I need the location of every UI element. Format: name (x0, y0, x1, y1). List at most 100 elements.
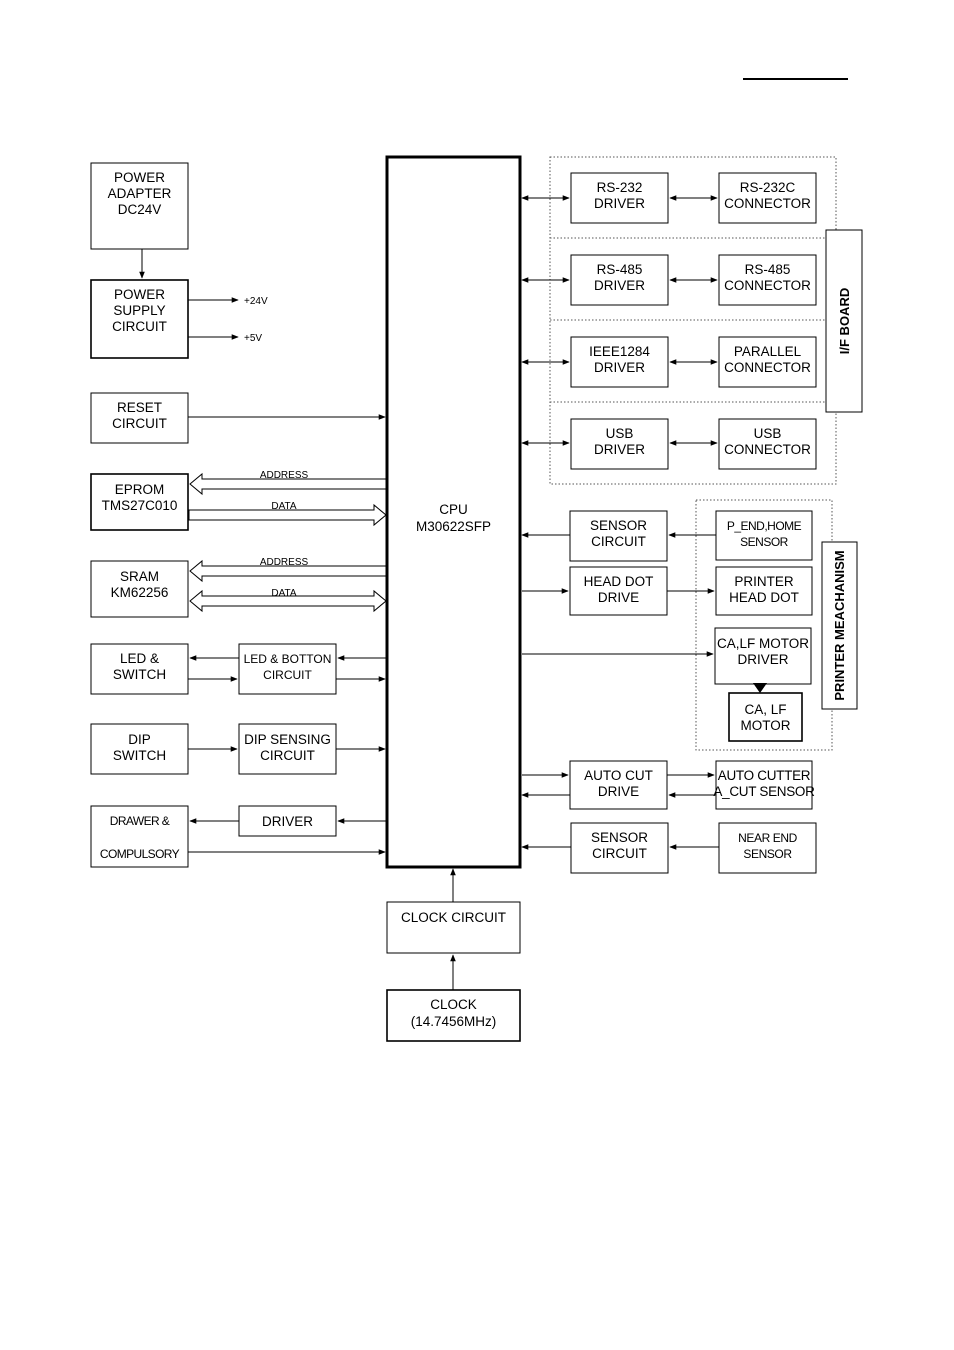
printer-mechanism-label-block: PRINTER MEACHANISM (821, 541, 858, 710)
power-supply-block: POWER SUPPLY CIRCUIT (90, 279, 189, 359)
rs485-connector-block: RS-485 CONNECTOR (718, 254, 817, 306)
svg-text:CA, LF: CA, LF (744, 702, 786, 717)
svg-text:USB: USB (754, 426, 782, 441)
svg-text:CIRCUIT: CIRCUIT (260, 748, 315, 763)
sram-data-label: DATA (271, 588, 297, 599)
svg-text:LED & BOTTON: LED & BOTTON (244, 652, 332, 666)
svg-text:SENSOR: SENSOR (591, 830, 648, 845)
svg-text:RS-485: RS-485 (597, 262, 643, 277)
svg-text:LED &: LED & (120, 651, 159, 666)
svg-text:EPROM: EPROM (115, 482, 165, 497)
eprom-data-bus (188, 503, 387, 527)
svg-text:SWITCH: SWITCH (113, 667, 166, 682)
svg-text:P_END,HOME: P_END,HOME (727, 519, 802, 533)
dip-switch-block: DIP SWITCH (90, 723, 189, 775)
parallel-connector-block: PARALLEL CONNECTOR (718, 336, 817, 388)
svg-text:IEEE1284: IEEE1284 (589, 344, 650, 359)
svg-text:(14.7456MHz): (14.7456MHz) (411, 1014, 497, 1029)
rs485-driver-block: RS-485 DRIVER (570, 254, 669, 306)
svg-text:SUPPLY: SUPPLY (113, 303, 165, 318)
svg-text:NEAR END: NEAR END (738, 831, 798, 845)
svg-text:DRIVE: DRIVE (598, 784, 639, 799)
drawer-driver-block: DRIVER (238, 805, 337, 837)
svg-text:DC24V: DC24V (118, 202, 162, 217)
rs232-connector-block: RS-232C CONNECTOR (718, 172, 817, 224)
svg-text:SENSOR: SENSOR (590, 518, 647, 533)
svg-text:CIRCUIT: CIRCUIT (263, 668, 312, 682)
usb-driver-block: USB DRIVER (570, 418, 669, 470)
led-button-circuit-block: LED & BOTTON CIRCUIT (238, 643, 337, 695)
svg-text:RS-232: RS-232 (597, 180, 643, 195)
rs232-driver-block: RS-232 DRIVER (570, 172, 669, 224)
drawer-block: DRAWER & COMPULSORY (90, 805, 189, 868)
svg-text:TMS27C010: TMS27C010 (102, 498, 178, 513)
eprom-address-label: ADDRESS (260, 470, 309, 481)
svg-text:DIP SENSING: DIP SENSING (244, 732, 331, 747)
auto-cutter-block: AUTO CUTTER A_CUT SENSOR (713, 760, 815, 810)
svg-text:SRAM: SRAM (120, 569, 159, 584)
eprom-data-label: DATA (271, 501, 297, 512)
svg-text:PARALLEL: PARALLEL (734, 344, 802, 359)
svg-text:SENSOR: SENSOR (743, 847, 792, 861)
label-5v: +5V (244, 333, 262, 344)
svg-text:ADAPTER: ADAPTER (108, 186, 172, 201)
svg-text:KM62256: KM62256 (111, 585, 169, 600)
cpu-block: CPU M30622SFP (385, 155, 522, 869)
svg-text:CLOCK CIRCUIT: CLOCK CIRCUIT (401, 910, 506, 925)
svg-text:RS-232C: RS-232C (740, 180, 796, 195)
reset-circuit-block: RESET CIRCUIT (90, 392, 189, 444)
arrow-driver-to-motor (753, 683, 767, 693)
svg-text:CA,LF MOTOR: CA,LF MOTOR (717, 636, 809, 651)
svg-text:DRIVER: DRIVER (594, 442, 645, 457)
svg-text:DRIVER: DRIVER (594, 278, 645, 293)
usb-connector-block: USB CONNECTOR (718, 418, 817, 470)
sram-data-bus (189, 589, 387, 613)
pend-home-sensor-block: P_END,HOME SENSOR (715, 510, 813, 561)
svg-text:HEAD DOT: HEAD DOT (729, 590, 799, 605)
svg-text:CONNECTOR: CONNECTOR (724, 442, 811, 457)
svg-text:SENSOR: SENSOR (740, 535, 789, 549)
svg-text:USB: USB (606, 426, 634, 441)
svg-text:CIRCUIT: CIRCUIT (591, 534, 646, 549)
printer-head-dot-block: PRINTER HEAD DOT (715, 566, 813, 616)
svg-text:CLOCK: CLOCK (430, 997, 477, 1012)
svg-text:I/F BOARD: I/F BOARD (837, 288, 852, 354)
svg-text:DRIVER: DRIVER (594, 360, 645, 375)
svg-text:MOTOR: MOTOR (741, 718, 791, 733)
ieee1284-driver-block: IEEE1284 DRIVER (570, 336, 669, 388)
led-switch-block: LED & SWITCH (90, 643, 189, 695)
auto-cut-drive-block: AUTO CUT DRIVE (569, 760, 668, 810)
dip-sensing-circuit-block: DIP SENSING CIRCUIT (238, 723, 337, 775)
svg-text:HEAD DOT: HEAD DOT (584, 574, 654, 589)
svg-text:AUTO CUT: AUTO CUT (584, 768, 653, 783)
power-adapter-block: POWER ADAPTER DC24V (90, 162, 189, 250)
svg-text:CONNECTOR: CONNECTOR (724, 278, 811, 293)
sram-address-bus (189, 559, 387, 583)
svg-text:COMPULSORY: COMPULSORY (100, 847, 180, 861)
clock-circuit-block: CLOCK CIRCUIT (386, 901, 521, 954)
sram-block: SRAM KM62256 (90, 560, 189, 618)
label-24v: +24V (244, 296, 268, 307)
svg-text:DRAWER &: DRAWER & (110, 814, 170, 828)
near-end-sensor-block: NEAR END SENSOR (718, 822, 817, 874)
svg-text:DRIVE: DRIVE (598, 590, 639, 605)
printer-mechanism-group (695, 499, 833, 751)
svg-text:RS-485: RS-485 (745, 262, 791, 277)
svg-text:PRINTER MEACHANISM: PRINTER MEACHANISM (832, 550, 847, 700)
svg-text:A_CUT SENSOR: A_CUT SENSOR (713, 784, 815, 799)
svg-text:POWER: POWER (114, 170, 165, 185)
cpu-label-1: CPU (439, 502, 468, 517)
cpu-label-2: M30622SFP (416, 519, 491, 534)
eprom-block: EPROM TMS27C010 (90, 473, 189, 531)
head-dot-drive-block: HEAD DOT DRIVE (569, 566, 668, 616)
svg-text:CONNECTOR: CONNECTOR (724, 360, 811, 375)
sensor-circuit-2-block: SENSOR CIRCUIT (570, 822, 669, 874)
svg-text:DRIVER: DRIVER (262, 814, 313, 829)
sram-address-label: ADDRESS (260, 557, 309, 568)
svg-text:RESET: RESET (117, 400, 162, 415)
svg-text:PRINTER: PRINTER (734, 574, 794, 589)
motor-driver-block: CA,LF MOTOR DRIVER (714, 627, 812, 685)
svg-text:SWITCH: SWITCH (113, 748, 166, 763)
svg-text:AUTO CUTTER: AUTO CUTTER (718, 768, 811, 783)
